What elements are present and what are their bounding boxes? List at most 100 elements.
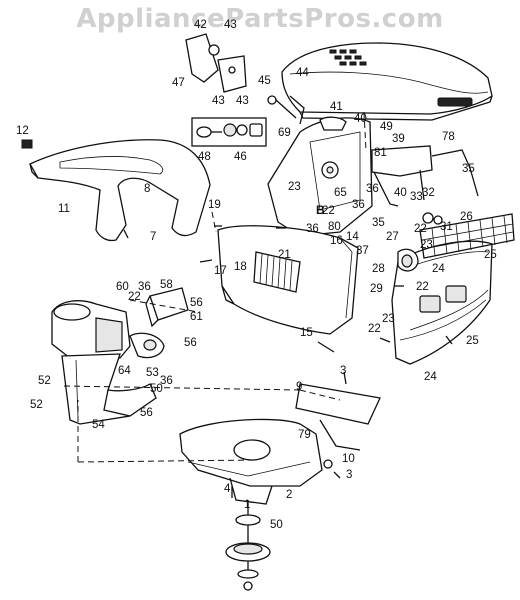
callout-52: 50 [150,383,163,395]
callout-23-b: 23 [420,239,433,251]
callout-56-b: 54 [92,419,105,431]
callout-10: 10 [342,453,355,465]
callout-18: 18 [234,261,247,273]
fasteners [123,225,453,498]
callout-23-a: 23 [288,181,301,193]
callout-22-d: 22 [368,323,381,335]
callout-47: 46 [234,151,247,163]
callout-31: 29 [370,283,383,295]
callout-39: 39 [392,133,405,145]
callout-48: 48 [198,151,211,163]
front-grille-housing [391,213,515,365]
callout-64: 58 [160,279,173,291]
callout-labels: 12 11 8 7 19 17 18 21 36 16 14 37 15 47 … [16,19,497,531]
callout-22-a: 22 [322,205,335,217]
callout-78: 78 [442,131,455,143]
callout-28: 26 [460,211,473,223]
callout-41: 40 [354,113,367,125]
callout-81: 81 [374,147,387,159]
callout-22-e: 22 [128,291,141,303]
upper-left-bracket [185,33,247,93]
callout-25: 25 [466,335,479,347]
callout-69: 64 [118,365,131,377]
engine-shield [61,353,157,425]
callout-21: 21 [278,249,291,261]
hood-bracket [371,145,479,225]
callout-32: 32 [422,187,435,199]
pulley-assembly [225,500,271,591]
callout-44: 44 [296,67,309,79]
callout-63: 60 [116,281,129,293]
callout-9: 9 [296,381,302,393]
callout-54: 52 [38,375,51,387]
callout-35-a: 35 [462,163,475,175]
callout-22-c: 22 [416,281,429,293]
callout-37: 37 [356,245,369,257]
callout-19: 19 [208,199,221,211]
steering-pieces [267,95,347,131]
watermark: AppliancePartsPros.com [76,4,444,34]
callout-40: 40 [394,187,407,199]
callout-53: 52 [30,399,43,411]
callout-26: 24 [424,371,437,383]
callout-11: 11 [58,203,70,215]
callout-3-a: 3 [340,365,346,377]
callout-12: 12 [16,125,29,137]
callout-79: 79 [298,429,311,441]
callout-1: 1 [244,499,250,511]
callout-36-a: 36 [306,223,319,235]
callout-22-b: 22 [414,223,427,235]
hood-vents [329,49,367,66]
callout-61: 56 [184,337,197,349]
callout-7: 7 [150,231,156,243]
callout-76: 69 [278,127,291,139]
callout-36-b: 36 [352,199,365,211]
callout-14: 14 [346,231,359,243]
callout-36-c: 36 [366,183,379,195]
callout-71: 65 [334,187,347,199]
headlight [397,248,419,272]
callout-80: 80 [328,221,341,233]
callout-45: 45 [258,75,271,87]
side-panel [217,225,359,335]
small-engine-bracket [145,287,189,328]
callout-65: 61 [190,311,203,323]
callout-15: 15 [300,327,313,339]
callout-43-d: 43 [236,95,249,107]
callout-46: 47 [172,77,185,89]
callout-58: 56 [140,407,153,419]
callout-50: 50 [270,519,283,531]
callout-43-c: 43 [212,95,225,107]
callout-27: 25 [484,249,497,261]
chassis-frame [179,383,381,505]
callout-4: 4 [224,483,231,495]
callout-30: 28 [372,263,385,275]
side-panel-vent [253,251,301,293]
callout-3-b: 3 [346,469,352,481]
callout-36-e: 36 [160,375,173,387]
assembly-lines [63,111,367,463]
grille-screen [419,213,515,259]
callout-17: 17 [214,265,227,277]
callout-43-a: 42 [194,19,207,31]
key-switch-inset [191,117,267,147]
callout-8: 8 [144,183,150,195]
callout-2: 2 [286,489,292,501]
callout-29: 27 [386,231,399,243]
callout-23-c: 23 [382,313,395,325]
callout-56-a: 53 [146,367,159,379]
callout-35-b: 35 [372,217,385,229]
callout-42: 41 [330,101,343,113]
callout-24: 24 [432,263,445,275]
callout-34: 33 [410,191,423,203]
callout-33: 31 [440,221,453,233]
engine [51,300,165,359]
fender-pan [21,139,211,242]
callout-43-b: 43 [224,19,237,31]
callout-16: 16 [330,235,343,247]
marker-b: B [316,203,325,217]
dash-panel [267,117,373,237]
callout-49: 49 [380,121,393,133]
callout-60: 56 [190,297,203,309]
